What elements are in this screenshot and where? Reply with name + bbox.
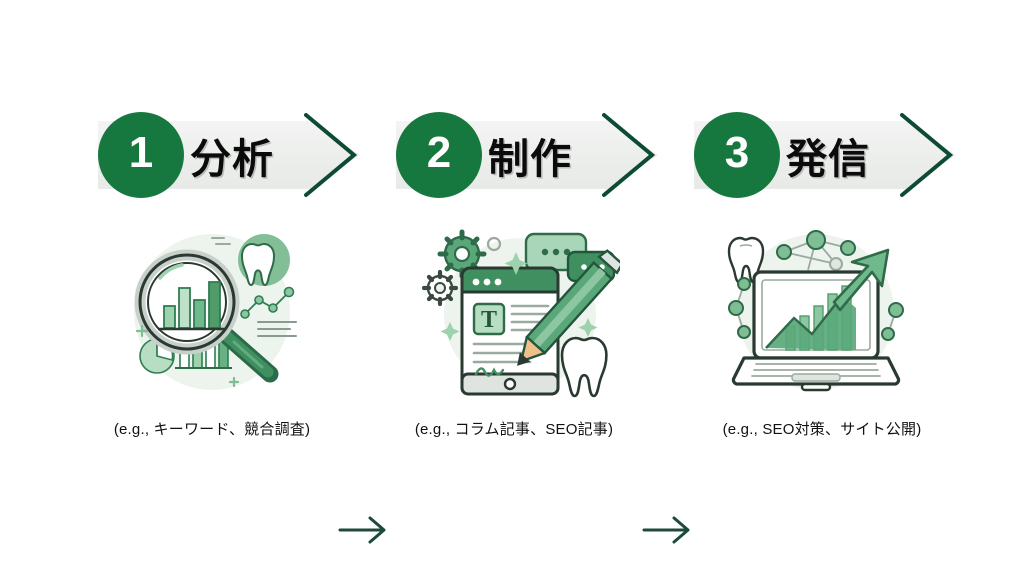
step-caption-1: (e.g., キーワード、競合調査) (113, 421, 311, 438)
step-number-badge: 1 (98, 112, 184, 198)
step-banner-2[interactable]: 2 制作 (396, 112, 658, 198)
arrow-right-icon (640, 510, 696, 550)
step-banner-3[interactable]: 3 発信 (694, 112, 956, 198)
step-number-badge: 3 (694, 112, 780, 198)
step-number: 3 (724, 128, 750, 177)
step-title: 発信 (786, 136, 870, 182)
step-number: 1 (128, 128, 154, 177)
tablet-document-pencil-illustration: T (420, 222, 620, 402)
step-title: 制作 (488, 136, 572, 182)
banner-arrow-tip (608, 121, 658, 189)
arrow-right-icon (336, 510, 392, 550)
step-number: 2 (426, 128, 452, 177)
svg-text:T: T (481, 307, 497, 333)
step-caption-3: (e.g., SEO対策、サイト公開) (722, 421, 922, 438)
banner-arrow-tip (310, 121, 360, 189)
magnifying-glass-analytics-illustration (112, 222, 312, 402)
laptop-growth-chart-illustration (716, 222, 916, 402)
step-banner-1[interactable]: 1 分析 (98, 112, 360, 198)
step-title: 分析 (190, 136, 274, 182)
step-number-badge: 2 (396, 112, 482, 198)
step-caption-2: (e.g., コラム記事、SEO記事) (414, 421, 614, 438)
step-banner-row: 1 分析 2 制作 (0, 112, 1024, 198)
illustration-row: T (0, 222, 1024, 544)
banner-arrow-tip (906, 121, 956, 189)
